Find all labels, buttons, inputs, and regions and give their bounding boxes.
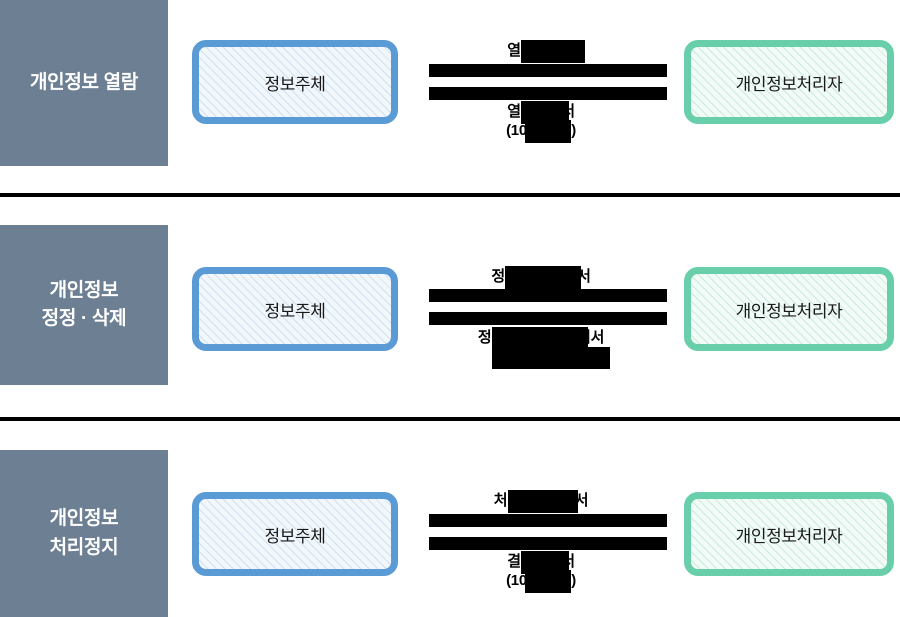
redacted-notice-suspension-line1: 결과통지서 <box>507 551 575 574</box>
actor-box-controller-correction: 개인정보처리자 <box>684 267 894 351</box>
actor-box-data-subject-suspension: 정보주체 <box>192 492 398 576</box>
caption-notice-suspension-line2: (10일 이내) <box>398 569 684 593</box>
row-label-panel-access: 개인정보 열람 <box>0 0 168 166</box>
caption-notice-access-line1: 열람통지서 <box>398 101 684 124</box>
redacted-notice-correction-line1: 정정·삭제결과통지서 <box>477 327 605 350</box>
actor-box-data-subject-correction: 정보주체 <box>192 267 398 351</box>
actor-label-controller: 개인정보처리자 <box>735 74 843 94</box>
caption-notice-access: 열람통지서 (10일 이내) <box>398 101 684 143</box>
row-label-panel-correction-deletion: 개인정보 정정 · 삭제 <box>0 225 168 385</box>
row-label-panel-processing-suspension: 개인정보 처리정지 <box>0 450 168 617</box>
row-label-text-processing-suspension: 개인정보 처리정지 <box>49 508 119 558</box>
flow-area-processing-suspension: 처리정지요구서 결과통지서 (10일 이내) <box>398 450 684 617</box>
row-label-text-access: 개인정보 열람 <box>29 71 139 93</box>
actor-label-data-subject: 정보주체 <box>264 301 326 321</box>
redaction-block-correction <box>492 347 610 369</box>
caption-request-suspension: 처리정지요구서 <box>398 490 684 513</box>
caption-notice-correction: 정정·삭제결과통지서 <box>398 327 684 350</box>
flow-area-access: 열람요구서 열람통지서 (10일 이내) <box>398 0 684 194</box>
process-row-processing-suspension: 개인정보 처리정지 정보주체 처리정지요구서 결과통지서 (10일 이내) 개인… <box>0 450 900 617</box>
arrow-subject-to-controller-access <box>429 64 667 77</box>
section-divider-2 <box>0 417 900 421</box>
actor-label-controller: 개인정보처리자 <box>735 301 843 321</box>
caption-notice-access-line2: (10일 이내) <box>398 119 684 143</box>
actor-box-data-subject-access: 정보주체 <box>192 40 398 124</box>
caption-notice-correction-line1: 정정·삭제결과통지서 <box>398 327 684 350</box>
redacted-notice-suspension-line2: (10일 이내) <box>506 569 576 593</box>
redacted-caption-request-suspension: 처리정지요구서 <box>493 490 589 513</box>
caption-notice-suspension: 결과통지서 (10일 이내) <box>398 551 684 593</box>
arrow-subject-to-controller-correction <box>429 289 667 302</box>
caption-notice-suspension-line1: 결과통지서 <box>398 551 684 574</box>
actor-label-data-subject: 정보주체 <box>264 74 326 94</box>
arrow-controller-to-subject-access <box>429 87 667 100</box>
redacted-caption-request-correction: 정정·삭제요구서 <box>491 266 591 289</box>
section-divider-1 <box>0 193 900 197</box>
arrow-subject-to-controller-suspension <box>429 514 667 527</box>
caption-request-correction: 정정·삭제요구서 <box>398 266 684 289</box>
actor-label-controller: 개인정보처리자 <box>735 526 843 546</box>
actor-label-data-subject: 정보주체 <box>264 526 326 546</box>
process-row-correction-deletion: 개인정보 정정 · 삭제 정보주체 정정·삭제요구서 정정·삭제결과통지서 개인… <box>0 225 900 418</box>
row-label-text-correction-deletion: 개인정보 정정 · 삭제 <box>41 279 127 330</box>
redacted-notice-access-line1: 열람통지서 <box>507 101 575 124</box>
arrow-controller-to-subject-correction <box>429 312 667 325</box>
redacted-notice-access-line2: (10일 이내) <box>506 119 576 143</box>
actor-box-controller-access: 개인정보처리자 <box>684 40 894 124</box>
actor-box-controller-suspension: 개인정보처리자 <box>684 492 894 576</box>
caption-request-access: 열람요구서 <box>398 40 684 63</box>
process-row-access: 개인정보 열람 정보주체 열람요구서 열람통지서 (10일 이내) 개인정보처리… <box>0 0 900 194</box>
arrow-controller-to-subject-suspension <box>429 537 667 550</box>
flow-area-correction-deletion: 정정·삭제요구서 정정·삭제결과통지서 <box>398 225 684 418</box>
redacted-caption-request-access: 열람요구서 <box>507 40 585 63</box>
